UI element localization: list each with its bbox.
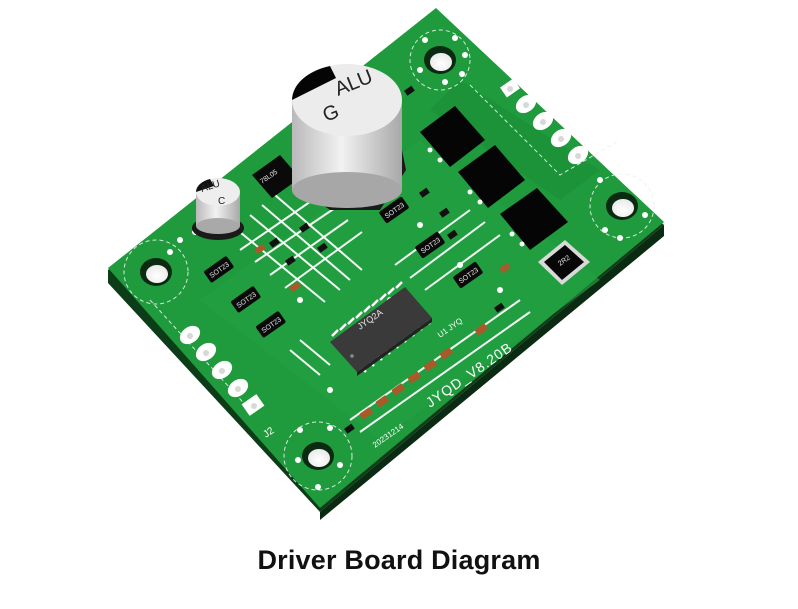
connector-j2-pads [179, 325, 265, 416]
capacitor-small: ALU C [192, 178, 244, 240]
capacitor-large: ALU G [292, 64, 406, 210]
figure-caption: Driver Board Diagram [257, 545, 541, 575]
main-ic: JYQ2A [330, 281, 432, 376]
voltage-regulator: 78L05 [252, 155, 300, 198]
mount-ring-bottom [283, 421, 353, 491]
smd-passives [254, 85, 511, 434]
svg-text:C: C [218, 196, 225, 207]
mount-ring-left [123, 239, 189, 305]
driver-board-illustration: J2 2R2 [108, 8, 664, 520]
mount-ring-top [409, 29, 471, 91]
shunt-resistor: 2R2 [538, 240, 590, 285]
connector-right-pads [500, 78, 589, 165]
svg-text:G: G [320, 100, 343, 126]
mounting-holes [140, 46, 638, 470]
pcb-board: J2 2R2 [108, 8, 664, 520]
mosfet-array [420, 106, 568, 250]
